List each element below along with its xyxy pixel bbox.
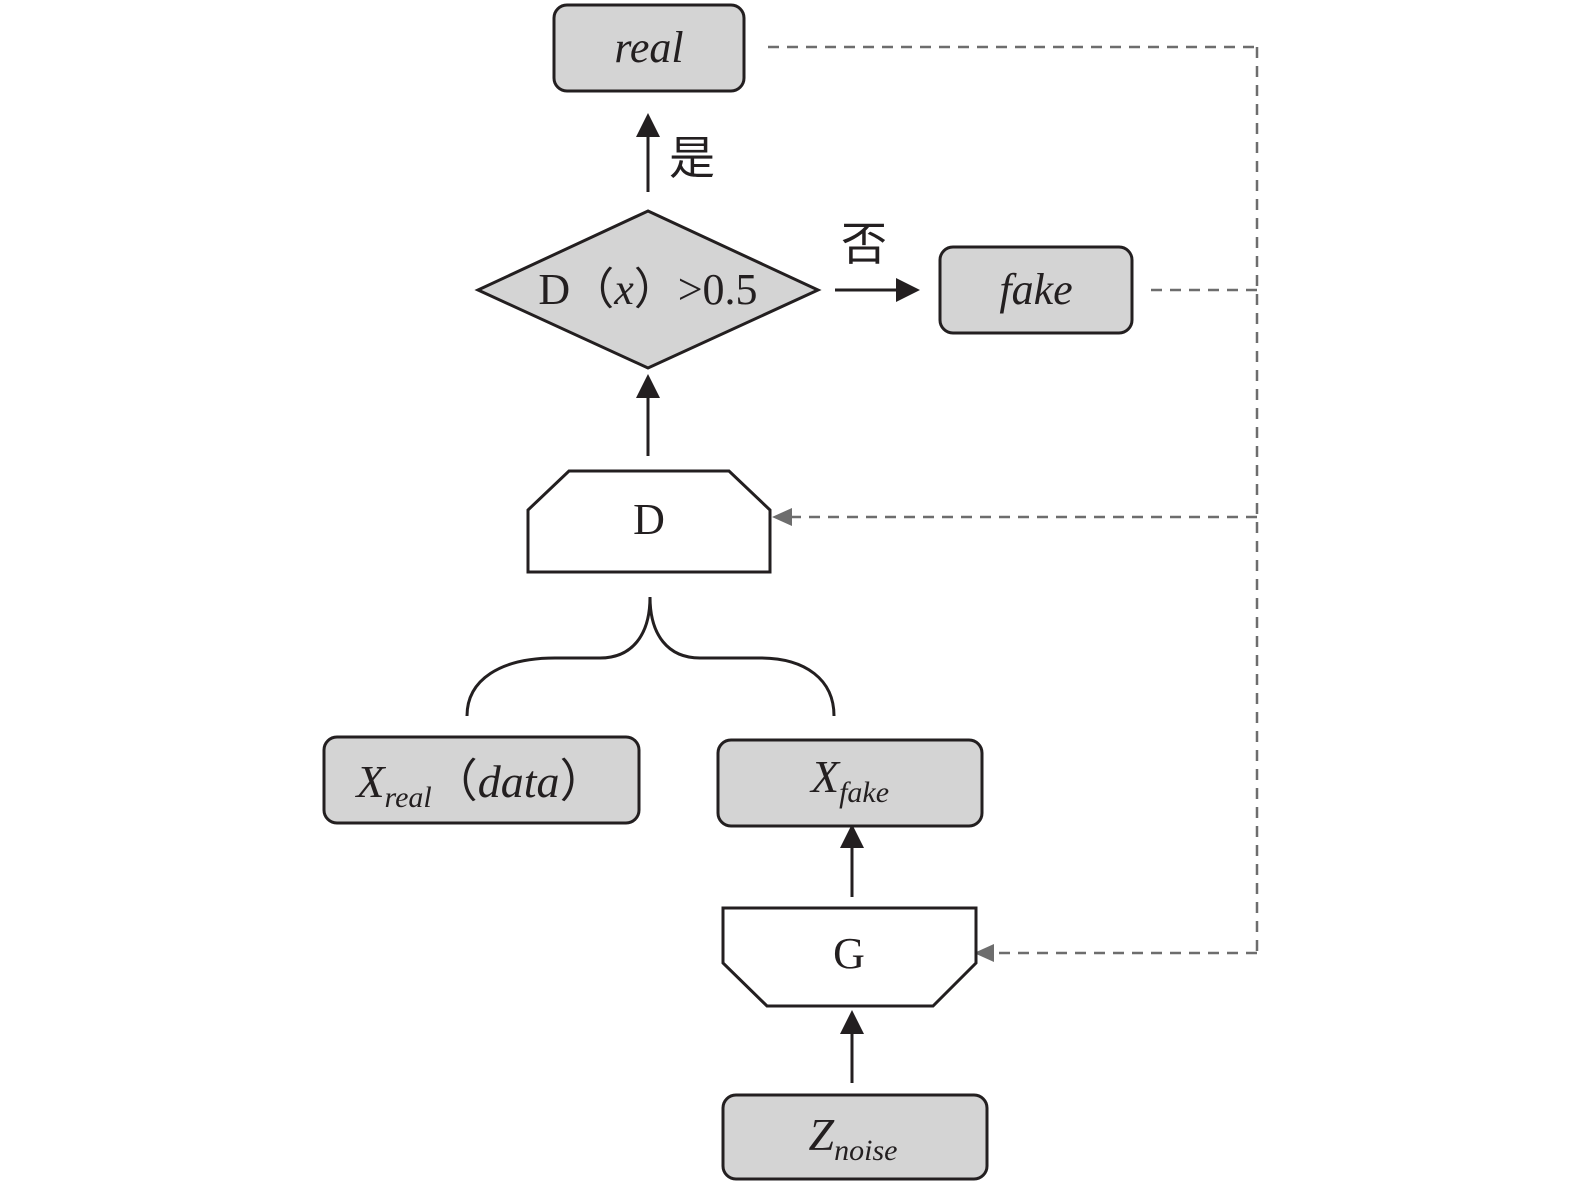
decision-node: D（x）>0.5 bbox=[474, 209, 822, 370]
feedback-arrow-generator bbox=[974, 944, 994, 962]
real-node: real bbox=[552, 3, 746, 93]
x-real-open: （ bbox=[432, 756, 478, 807]
arrowhead-xfake bbox=[840, 824, 864, 848]
decision-var: x bbox=[613, 265, 634, 314]
x-real-arg: data bbox=[478, 756, 560, 807]
fake-node: fake bbox=[938, 245, 1134, 335]
decision-diamond bbox=[474, 209, 822, 370]
arrowhead-real bbox=[636, 113, 660, 137]
x-fake-node: Xfake bbox=[716, 738, 984, 828]
z-noise-label: Znoise bbox=[809, 1109, 898, 1167]
decision-suffix: >0.5 bbox=[678, 265, 758, 314]
x-real-sub: real bbox=[385, 781, 432, 814]
x-real-box bbox=[322, 735, 641, 825]
x-fake-label: Xfake bbox=[809, 751, 889, 809]
feedback-arrow-discriminator bbox=[772, 508, 792, 526]
yes-label: 是 bbox=[669, 131, 715, 185]
x-real-label: Xreal（data） bbox=[354, 756, 605, 814]
generator-shape bbox=[721, 906, 978, 1008]
arrowhead-decision bbox=[636, 374, 660, 398]
discriminator-shape bbox=[526, 469, 772, 574]
flow-arrows bbox=[636, 113, 920, 1083]
fake-box bbox=[938, 245, 1134, 335]
x-fake-box bbox=[716, 738, 984, 828]
input-brace bbox=[465, 596, 836, 717]
fake-label: fake bbox=[999, 265, 1072, 314]
x-fake-main: X bbox=[809, 751, 841, 802]
feedback-lines bbox=[768, 45, 1259, 962]
generator-label: G bbox=[833, 929, 865, 978]
decision-open: （ bbox=[570, 265, 614, 314]
z-noise-box bbox=[721, 1093, 989, 1181]
arrowhead-fake bbox=[896, 278, 920, 302]
z-noise-node: Znoise bbox=[721, 1093, 989, 1181]
discriminator-node: D bbox=[526, 469, 772, 574]
x-real-close: ） bbox=[560, 756, 606, 807]
x-real-node: Xreal（data） bbox=[322, 735, 641, 825]
real-label: real bbox=[614, 23, 683, 72]
arrowhead-g bbox=[840, 1010, 864, 1034]
decision-close: ） bbox=[634, 265, 678, 314]
z-noise-main: Z bbox=[809, 1109, 835, 1160]
x-fake-sub: fake bbox=[839, 776, 889, 809]
discriminator-label: D bbox=[633, 495, 665, 544]
x-real-main: X bbox=[354, 756, 386, 807]
real-box bbox=[552, 3, 746, 93]
decision-label: D（x）>0.5 bbox=[538, 265, 757, 314]
z-noise-sub: noise bbox=[834, 1134, 897, 1167]
generator-node: G bbox=[721, 906, 978, 1008]
no-label: 否 bbox=[841, 217, 887, 271]
decision-prefix: D bbox=[538, 265, 570, 314]
